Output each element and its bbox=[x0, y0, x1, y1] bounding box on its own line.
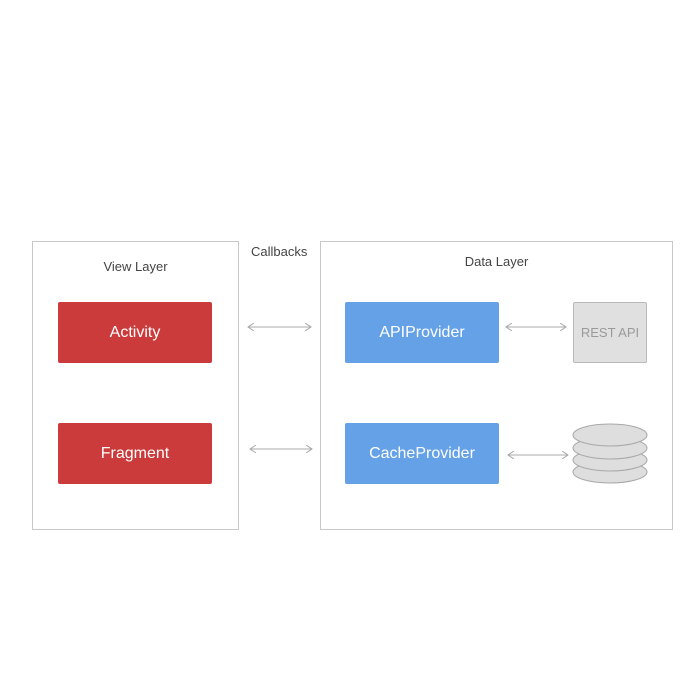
view-layer-title: View Layer bbox=[103, 259, 168, 274]
rest-api-box: REST API bbox=[573, 302, 647, 363]
data-layer-title: Data Layer bbox=[464, 254, 529, 269]
cache-provider-box: CacheProvider bbox=[345, 423, 499, 484]
database-icon bbox=[572, 423, 648, 484]
activity-box: Activity bbox=[58, 302, 212, 363]
callbacks-label: Callbacks bbox=[251, 244, 308, 259]
api-provider-box: APIProvider bbox=[345, 302, 499, 363]
fragment-box: Fragment bbox=[58, 423, 212, 484]
